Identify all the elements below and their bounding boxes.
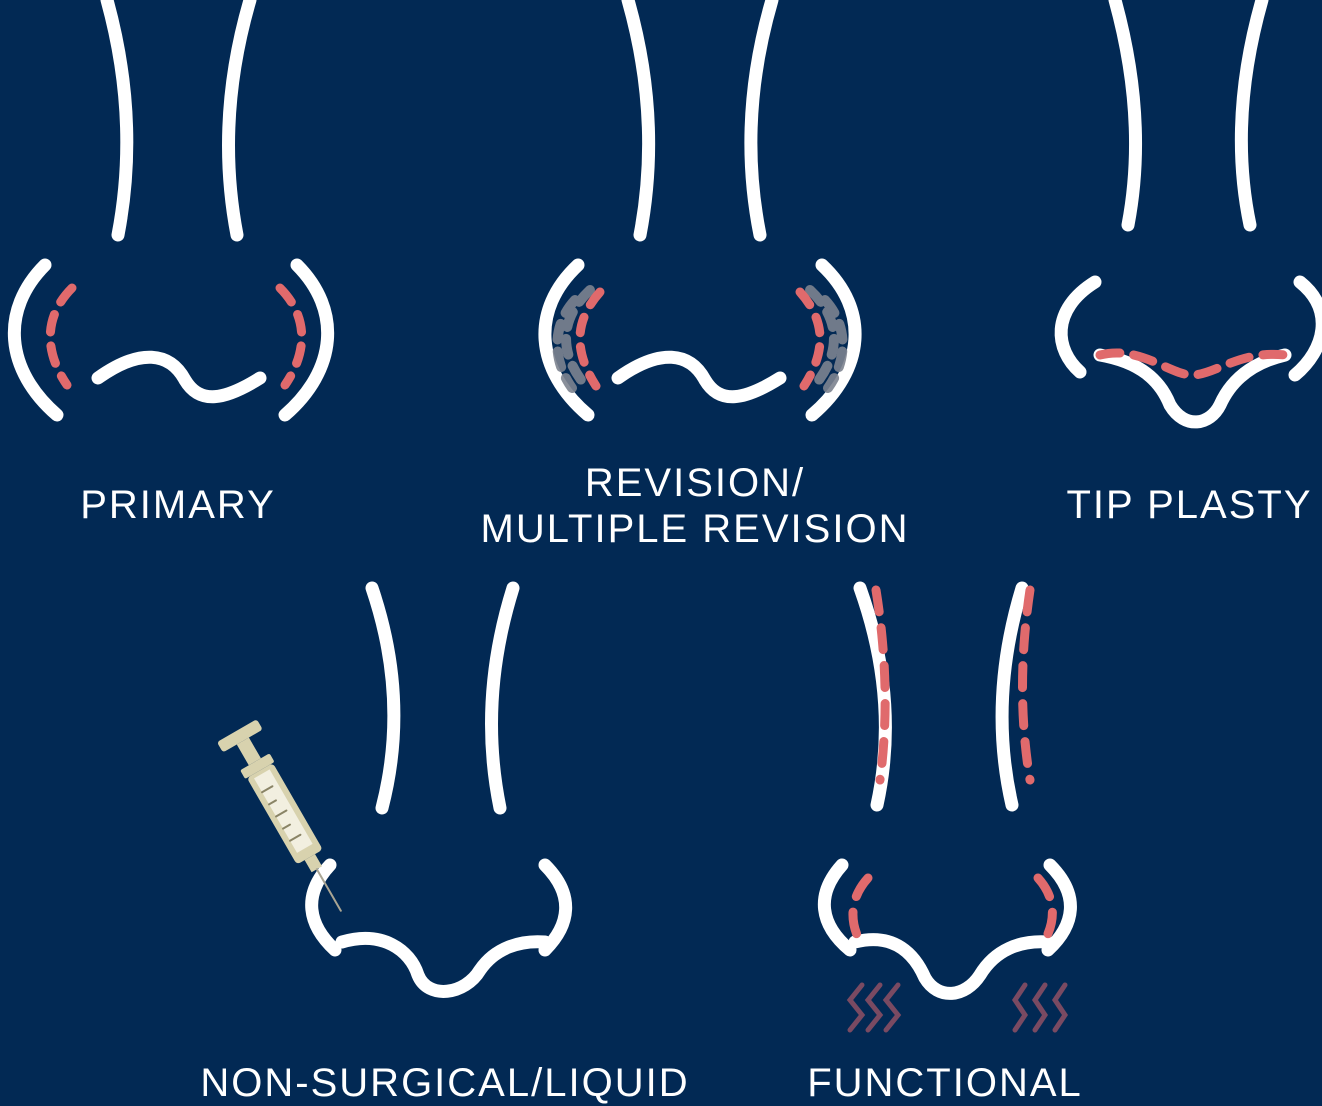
label-non-surgical-line: NON-SURGICAL/LIQUID (175, 1060, 715, 1106)
label-revision-line1: REVISION/ (470, 460, 920, 506)
label-non-surgical: NON-SURGICAL/LIQUID (175, 1060, 715, 1106)
syringe-icon (217, 719, 361, 922)
label-revision: REVISION/ MULTIPLE REVISION (470, 460, 920, 552)
label-functional: FUNCTIONAL (790, 1060, 1100, 1106)
label-primary: PRIMARY (78, 482, 278, 528)
non-surgical-nose-icon (312, 588, 566, 991)
tip-plasty-nose-icon (1061, 0, 1322, 422)
label-tip-plasty: TIP PLASTY (1062, 482, 1317, 528)
label-revision-line2: MULTIPLE REVISION (470, 506, 920, 552)
label-primary-line: PRIMARY (78, 482, 278, 528)
functional-nose-icon (824, 588, 1070, 993)
label-functional-line: FUNCTIONAL (790, 1060, 1100, 1106)
label-tip-plasty-line: TIP PLASTY (1062, 482, 1317, 528)
revision-nose-icon (545, 0, 855, 415)
primary-nose-icon (14, 0, 327, 415)
